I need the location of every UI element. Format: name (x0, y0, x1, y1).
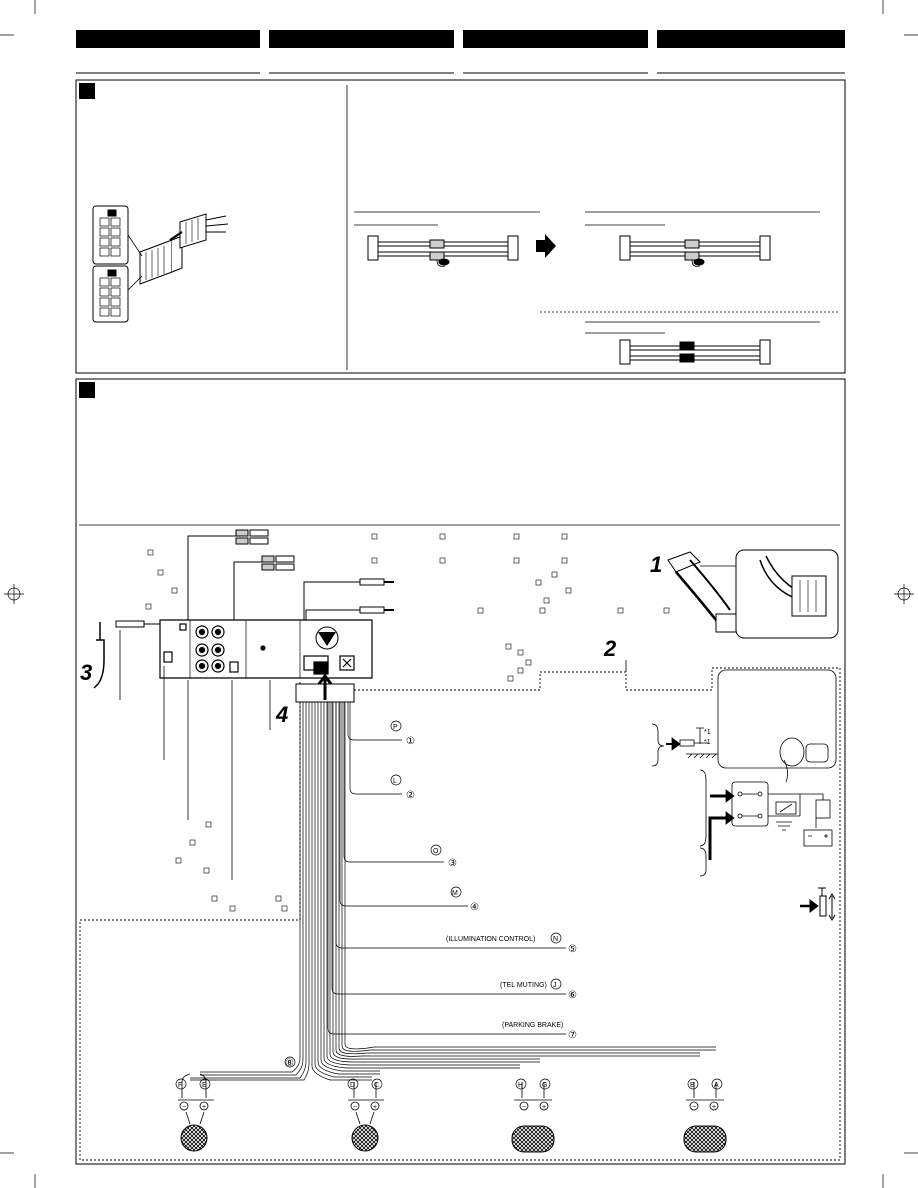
arrow-before-after (536, 234, 556, 258)
lead-6: (TEL MUTING) J ⑥ (500, 978, 577, 1001)
head-unit-rear (159, 619, 373, 679)
speaker-1-right-letter: E (202, 1082, 207, 1089)
lead-3: O ③ (430, 844, 457, 869)
lead-4-number: ④ (470, 902, 479, 913)
section-b: 1 2 3 4 (75, 378, 846, 1165)
step-4-label: 4 (275, 702, 288, 727)
lead-3-letter: O (433, 848, 439, 855)
lead-1-number: ① (406, 736, 415, 747)
lead-5-number: ⑤ (568, 944, 577, 955)
registration-mark-left (4, 584, 24, 604)
lead-5-label: (ILLUMINATION CONTROL) (446, 936, 535, 943)
section-a (75, 79, 846, 374)
speaker-3-left-letter: H (518, 1082, 523, 1089)
step-2-label: 2 (603, 636, 617, 661)
iso-adapter-drawing (667, 549, 839, 639)
lead-5-letter: N (553, 936, 558, 943)
lead-1-letter: P (393, 724, 398, 731)
lead-2-number: ② (406, 790, 415, 801)
rca-leads (187, 529, 394, 620)
step-1-label: 1 (650, 552, 662, 577)
harness-before (354, 211, 540, 267)
speaker-rear-left (178, 1073, 214, 1152)
speaker-rear-right (348, 1082, 384, 1152)
polarity-minus-3: − (522, 1104, 526, 1111)
antenna-connection (93, 620, 271, 880)
harness-bundle (190, 702, 716, 1081)
ignition-relay-diagram (699, 669, 837, 877)
header-bars (76, 30, 845, 74)
polarity-plus-2: + (373, 1104, 377, 1111)
speaker-1-left-letter: F (178, 1082, 182, 1089)
lead-6-letter: J (553, 982, 557, 989)
wiring-harness-connector (295, 673, 355, 703)
footnote-mark-2: *1 (704, 739, 711, 746)
speaker-4-right-letter: A (714, 1082, 719, 1089)
lead-2-letter: L (393, 778, 397, 785)
lead-7-label: (PARKING BRAKE) (502, 1022, 563, 1029)
step-2-boundary (79, 667, 841, 1161)
lead-7: (PARKING BRAKE) ⑦ (502, 1022, 577, 1041)
speaker-front-right (683, 1082, 727, 1153)
polarity-plus-3: + (542, 1104, 546, 1111)
lead-4: M ④ (450, 886, 479, 913)
lead-5: (ILLUMINATION CONTROL) N ⑤ (446, 932, 577, 955)
parking-brake-switch (800, 887, 836, 921)
ground-lead-number: ⑧ (285, 1058, 294, 1069)
step-3-label: 3 (80, 660, 92, 685)
iso-connector-drawing (92, 205, 229, 323)
speaker-2-right-letter: C (374, 1082, 379, 1089)
ground-lead: ⑧ (284, 1056, 296, 1069)
lead-1: P ① (390, 720, 415, 747)
polarity-minus-4: − (692, 1104, 696, 1111)
lead-7-number: ⑦ (568, 1030, 577, 1041)
ground-connection (651, 723, 720, 767)
lead-3-number: ③ (448, 858, 457, 869)
polarity-minus-1: − (182, 1104, 186, 1111)
lead-6-number: ⑥ (568, 990, 577, 1001)
section-b-marker (79, 382, 95, 398)
lead-6-label: (TEL MUTING) (500, 982, 547, 989)
lead-4-letter: M (452, 890, 458, 897)
speaker-2-left-letter: D (350, 1082, 355, 1089)
footnote-mark-1: *1 (704, 729, 711, 736)
speaker-front-left (511, 1082, 555, 1153)
lead-2: L ② (390, 774, 415, 801)
section-a-marker (79, 83, 95, 99)
harness-alt (585, 321, 820, 365)
harness-after (585, 211, 820, 267)
speaker-3-right-letter: G (542, 1082, 547, 1089)
registration-mark-right (894, 584, 914, 604)
polarity-plus-4: + (712, 1104, 716, 1111)
reference-labels (145, 533, 670, 912)
polarity-plus-1: + (202, 1104, 206, 1111)
speaker-4-left-letter: B (690, 1082, 695, 1089)
polarity-minus-2: − (353, 1104, 357, 1111)
